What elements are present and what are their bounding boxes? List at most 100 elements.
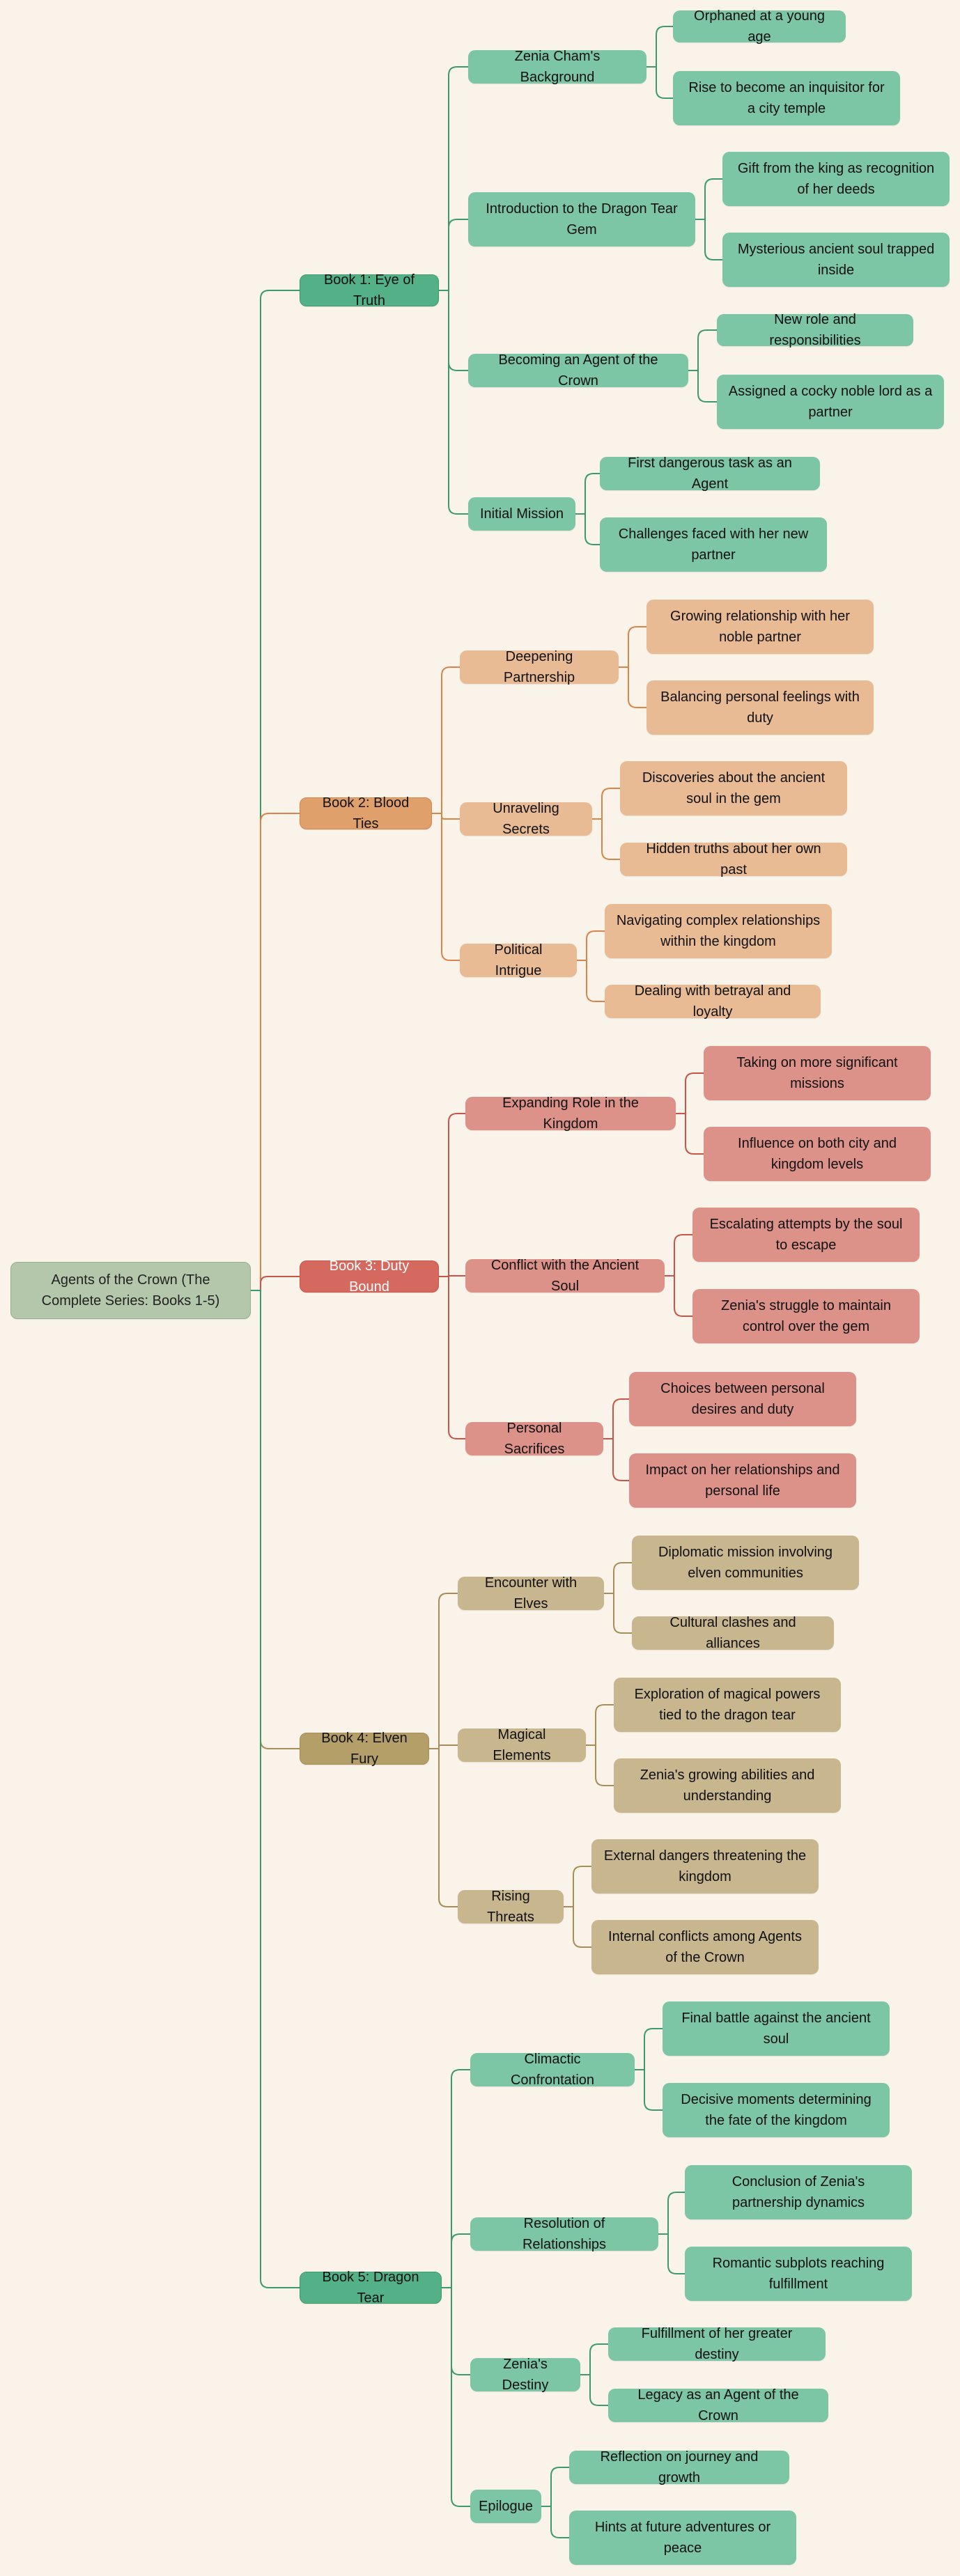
topic-detail-connector bbox=[580, 2374, 608, 2406]
topic-detail-connector bbox=[658, 2233, 685, 2274]
book-node[interactable]: Book 4: Elven Fury bbox=[300, 1731, 429, 1767]
topic-detail-connector bbox=[603, 1398, 629, 1439]
topic-node[interactable]: Zenia Cham's Background bbox=[468, 49, 647, 85]
root-node[interactable]: Agents of the Crown (The Complete Series… bbox=[10, 1262, 251, 1319]
topic-detail-connector bbox=[604, 1562, 632, 1594]
topic-detail-connector bbox=[665, 1275, 692, 1317]
detail-node[interactable]: Fulfillment of her greater destiny bbox=[608, 2326, 826, 2362]
topic-node[interactable]: Political Intrigue bbox=[460, 942, 577, 978]
topic-node[interactable]: Introduction to the Dragon Tear Gem bbox=[468, 192, 695, 247]
detail-node[interactable]: Growing relationship with her noble part… bbox=[647, 600, 874, 654]
detail-node[interactable]: Reflection on journey and growth bbox=[569, 2449, 789, 2485]
detail-node[interactable]: Exploration of magical powers tied to th… bbox=[614, 1678, 841, 1732]
book-topic-connector bbox=[439, 1113, 465, 1277]
topic-detail-connector bbox=[564, 1866, 591, 1907]
book-topic-connector bbox=[442, 2069, 470, 2288]
topic-detail-connector bbox=[575, 473, 600, 515]
book-node[interactable]: Book 5: Dragon Tear bbox=[300, 2270, 442, 2306]
topic-node[interactable]: Magical Elements bbox=[458, 1727, 586, 1763]
topic-node[interactable]: Becoming an Agent of the Crown bbox=[468, 352, 688, 389]
book-node[interactable]: Book 1: Eye of Truth bbox=[300, 272, 439, 309]
detail-node[interactable]: Escalating attempts by the soul to escap… bbox=[692, 1208, 920, 1262]
topic-detail-connector bbox=[577, 930, 605, 961]
detail-node[interactable]: Influence on both city and kingdom level… bbox=[704, 1127, 931, 1181]
detail-node[interactable]: Navigating complex relationships within … bbox=[605, 904, 832, 958]
detail-node[interactable]: Diplomatic mission involving elven commu… bbox=[632, 1536, 859, 1590]
topic-detail-connector bbox=[635, 2028, 663, 2070]
topic-node[interactable]: Zenia's Destiny bbox=[470, 2357, 580, 2393]
book-topic-connector bbox=[442, 2287, 470, 2507]
detail-node[interactable]: Internal conflicts among Agents of the C… bbox=[591, 1920, 819, 1974]
topic-detail-connector bbox=[580, 2343, 608, 2375]
detail-node[interactable]: Orphaned at a young age bbox=[673, 8, 846, 45]
topic-detail-connector bbox=[647, 66, 673, 99]
topic-node[interactable]: Personal Sacrifices bbox=[465, 1421, 603, 1457]
book-node[interactable]: Book 3: Duty Bound bbox=[300, 1258, 439, 1295]
topic-detail-connector bbox=[665, 1234, 692, 1277]
root-book-connector bbox=[251, 290, 300, 1291]
topic-detail-connector bbox=[647, 26, 673, 68]
book-topic-connector bbox=[439, 66, 468, 291]
detail-node[interactable]: Choices between personal desires and dut… bbox=[629, 1372, 856, 1426]
topic-detail-connector bbox=[541, 2506, 569, 2538]
book-topic-connector bbox=[442, 2233, 470, 2288]
root-book-connector bbox=[251, 813, 300, 1291]
topic-node[interactable]: Encounter with Elves bbox=[458, 1575, 604, 1611]
root-book-connector bbox=[251, 1290, 300, 2288]
topic-detail-connector bbox=[688, 370, 717, 403]
detail-node[interactable]: External dangers threatening the kingdom bbox=[591, 1839, 819, 1894]
detail-node[interactable]: Hidden truths about her own past bbox=[620, 841, 847, 877]
detail-node[interactable]: Taking on more significant missions bbox=[704, 1046, 931, 1100]
topic-node[interactable]: Expanding Role in the Kingdom bbox=[465, 1095, 676, 1132]
topic-node[interactable]: Rising Threats bbox=[458, 1889, 564, 1925]
detail-node[interactable]: Zenia's growing abilities and understand… bbox=[614, 1758, 841, 1813]
book-topic-connector bbox=[432, 666, 460, 814]
detail-node[interactable]: New role and responsibilities bbox=[717, 312, 913, 348]
root-book-connector bbox=[251, 1276, 300, 1291]
root-book-connector bbox=[251, 1290, 300, 1749]
detail-node[interactable]: Dealing with betrayal and loyalty bbox=[605, 983, 821, 1020]
topic-node[interactable]: Unraveling Secrets bbox=[460, 801, 592, 837]
detail-node[interactable]: Conclusion of Zenia's partnership dynami… bbox=[685, 2165, 912, 2219]
detail-node[interactable]: Balancing personal feelings with duty bbox=[647, 680, 874, 735]
topic-node[interactable]: Deepening Partnership bbox=[460, 649, 619, 685]
topic-detail-connector bbox=[592, 788, 620, 820]
topic-detail-connector bbox=[658, 2192, 685, 2235]
detail-node[interactable]: Zenia's struggle to maintain control ove… bbox=[692, 1289, 920, 1343]
topic-detail-connector bbox=[577, 960, 605, 1002]
topic-node[interactable]: Resolution of Relationships bbox=[470, 2216, 658, 2252]
book-topic-connector bbox=[429, 1593, 458, 1749]
detail-node[interactable]: First dangerous task as an Agent bbox=[600, 455, 820, 492]
topic-detail-connector bbox=[586, 1744, 614, 1786]
detail-node[interactable]: Challenges faced with her new partner bbox=[600, 517, 827, 572]
book-topic-connector bbox=[432, 813, 460, 961]
detail-node[interactable]: Discoveries about the ancient soul in th… bbox=[620, 761, 847, 815]
topic-node[interactable]: Initial Mission bbox=[468, 497, 575, 531]
book-node[interactable]: Book 2: Blood Ties bbox=[300, 795, 432, 832]
topic-detail-connector bbox=[603, 1438, 629, 1481]
topic-detail-connector bbox=[688, 329, 717, 371]
topic-detail-connector bbox=[541, 2467, 569, 2507]
detail-node[interactable]: Impact on her relationships and personal… bbox=[629, 1453, 856, 1508]
detail-node[interactable]: Mysterious ancient soul trapped inside bbox=[722, 233, 950, 287]
detail-node[interactable]: Decisive moments determining the fate of… bbox=[663, 2083, 890, 2137]
topic-node[interactable]: Climactic Confrontation bbox=[470, 2052, 635, 2088]
book-topic-connector bbox=[429, 1748, 458, 1907]
detail-node[interactable]: Final battle against the ancient soul bbox=[663, 2001, 890, 2056]
detail-node[interactable]: Legacy as an Agent of the Crown bbox=[608, 2387, 828, 2423]
detail-node[interactable]: Gift from the king as recognition of her… bbox=[722, 152, 950, 206]
book-topic-connector bbox=[439, 1276, 465, 1439]
topic-node[interactable]: Epilogue bbox=[470, 2490, 541, 2523]
topic-detail-connector bbox=[586, 1704, 614, 1746]
topic-detail-connector bbox=[676, 1113, 704, 1155]
book-topic-connector bbox=[429, 1744, 458, 1749]
detail-node[interactable]: Hints at future adventures or peace bbox=[569, 2511, 796, 2565]
detail-node[interactable]: Rise to become an inquisitor for a city … bbox=[673, 71, 900, 125]
topic-node[interactable]: Conflict with the Ancient Soul bbox=[465, 1258, 665, 1294]
detail-node[interactable]: Assigned a cocky noble lord as a partner bbox=[717, 375, 944, 429]
topic-detail-connector bbox=[695, 219, 722, 260]
detail-node[interactable]: Cultural clashes and alliances bbox=[632, 1615, 834, 1651]
detail-node[interactable]: Romantic subplots reaching fulfillment bbox=[685, 2247, 912, 2301]
